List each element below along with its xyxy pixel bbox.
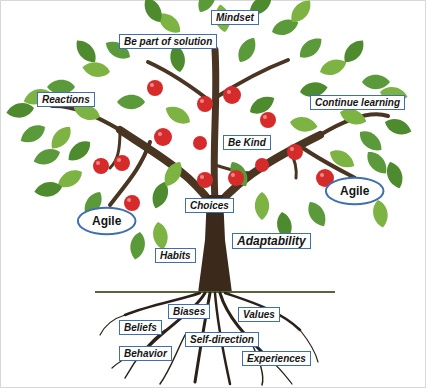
label-box: Behavior <box>119 346 172 361</box>
label-text: Choices <box>190 199 229 212</box>
label-box: Self-direction <box>185 332 259 347</box>
label-box: Reactions <box>37 92 95 107</box>
label-text: Adaptability <box>237 234 306 248</box>
label-text: Beliefs <box>124 321 157 334</box>
label-box: Be Kind <box>223 135 271 150</box>
label-box: Beliefs <box>119 320 162 335</box>
label-text: Biases <box>173 305 205 318</box>
label-text: Habits <box>160 249 191 262</box>
label-box: Biases <box>168 304 210 319</box>
label-box: Experiences <box>242 351 311 366</box>
label-text: Values <box>243 308 275 321</box>
label-text: Experiences <box>247 352 306 365</box>
label-box: Values <box>238 307 280 322</box>
label-text: Be part of solution <box>124 35 212 48</box>
label-box: Mindset <box>211 10 259 25</box>
label-text: Continue learning <box>315 96 400 109</box>
label-box: Be part of solution <box>119 34 217 49</box>
label-text: Mindset <box>216 11 254 24</box>
label-text: Agile <box>340 184 369 198</box>
oval-label: Agile <box>77 207 136 235</box>
label-box: Habits <box>155 248 196 263</box>
label-box: Continue learning <box>310 95 405 110</box>
label-text: Be Kind <box>228 136 266 149</box>
oval-label: Agile <box>325 177 384 205</box>
label-box: Choices <box>185 198 234 213</box>
label-box: Adaptability <box>232 233 311 249</box>
label-text: Self-direction <box>190 333 254 346</box>
label-text: Behavior <box>124 347 167 360</box>
label-text: Agile <box>92 214 121 228</box>
label-text: Reactions <box>42 93 90 106</box>
